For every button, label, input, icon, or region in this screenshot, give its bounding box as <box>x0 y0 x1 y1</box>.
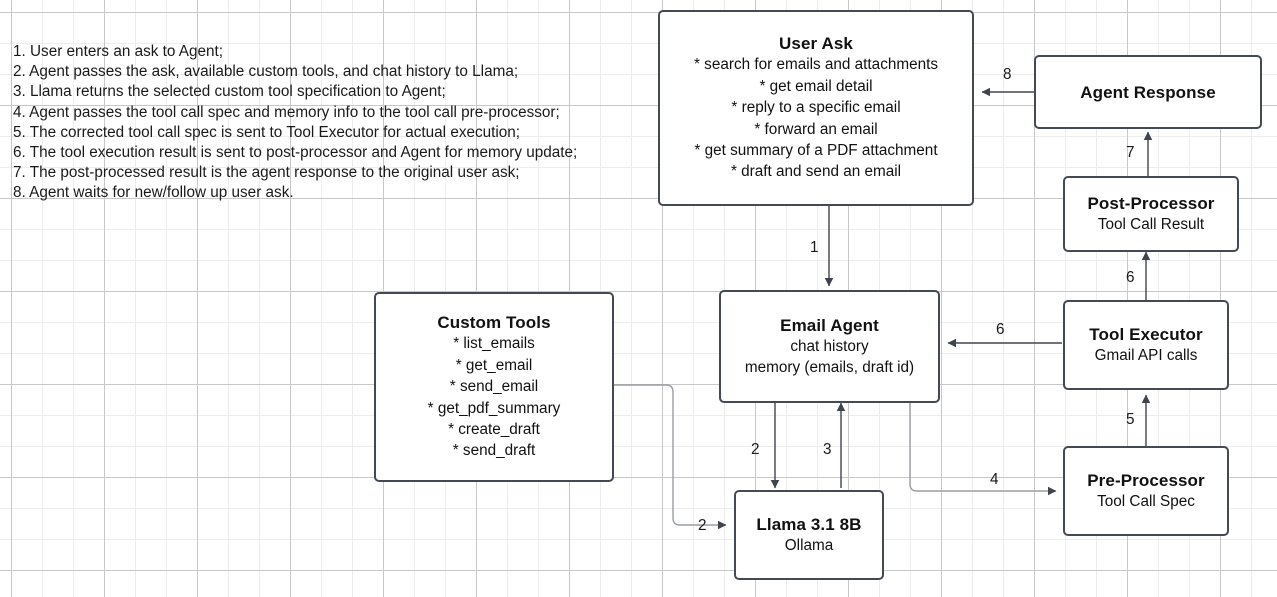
custom-tool-item: * get_pdf_summary <box>427 399 561 417</box>
custom-tool-item: * send_email <box>449 378 539 396</box>
user-ask-item: * reply to a specific email <box>731 99 901 117</box>
edge-label-3: 3 <box>823 441 832 458</box>
user-ask-item: * draft and send an email <box>730 163 902 181</box>
node-pre-processor-title: Pre-Processor <box>1087 470 1205 490</box>
user-ask-item: * search for emails and attachments <box>693 56 939 74</box>
node-llama-sub: Ollama <box>784 536 834 554</box>
node-custom-tools[interactable]: Custom Tools * list_emails * get_email *… <box>374 292 614 482</box>
custom-tool-item: * send_draft <box>452 442 536 460</box>
legend-step: 6. The tool execution result is sent to … <box>13 144 578 162</box>
edge-label-4: 4 <box>990 471 999 488</box>
edge-label-8: 8 <box>1003 66 1012 83</box>
edge-label-6-executor-post: 6 <box>1126 269 1135 286</box>
legend-step: 1. User enters an ask to Agent; <box>13 43 224 60</box>
user-ask-item: * forward an email <box>754 120 878 138</box>
legend-step: 2. Agent passes the ask, available custo… <box>13 63 519 81</box>
legend-step: 4. Agent passes the tool call spec and m… <box>13 103 560 121</box>
edge-label-2-tools-llama: 2 <box>698 517 707 534</box>
edge-email-agent-to-pre-processor <box>909 403 1057 496</box>
edge-label-6-executor-agent: 6 <box>996 321 1005 338</box>
node-email-agent-sub-memory: memory (emails, draft id) <box>744 359 915 376</box>
edge-label-7: 7 <box>1126 144 1135 161</box>
node-post-processor[interactable]: Post-Processor Tool Call Result <box>1063 176 1239 252</box>
node-email-agent[interactable]: Email Agent chat history memory (emails,… <box>719 290 940 403</box>
user-ask-item: * get email detail <box>759 77 873 95</box>
edge-custom-tools-to-llama <box>614 384 727 530</box>
node-llama[interactable]: Llama 3.1 8B Ollama <box>734 490 884 580</box>
node-custom-tools-title: Custom Tools <box>437 313 551 333</box>
node-agent-response[interactable]: Agent Response <box>1034 55 1262 129</box>
edge-label-5: 5 <box>1126 411 1135 428</box>
legend-step: 3. Llama returns the selected custom too… <box>13 83 446 101</box>
node-tool-executor[interactable]: Tool Executor Gmail API calls <box>1063 300 1229 390</box>
legend-step: 7. The post-processed result is the agen… <box>13 164 520 182</box>
node-agent-response-title: Agent Response <box>1080 82 1216 102</box>
node-email-agent-title: Email Agent <box>780 315 879 335</box>
node-user-ask-items: * search for emails and attachments * ge… <box>694 54 938 182</box>
node-user-ask-title: User Ask <box>779 34 853 54</box>
node-email-agent-sub-chat-history: chat history <box>790 337 869 355</box>
node-llama-title: Llama 3.1 8B <box>756 514 862 534</box>
node-user-ask[interactable]: User Ask * search for emails and attachm… <box>658 10 974 206</box>
custom-tool-item: * list_emails <box>453 335 535 353</box>
node-tool-executor-title: Tool Executor <box>1089 324 1203 344</box>
node-tool-executor-sub: Gmail API calls <box>1094 346 1198 364</box>
node-post-processor-sub: Tool Call Result <box>1097 215 1205 233</box>
user-ask-item: * get summary of a PDF attachment <box>694 141 938 159</box>
node-pre-processor[interactable]: Pre-Processor Tool Call Spec <box>1063 446 1229 536</box>
node-post-processor-title: Post-Processor <box>1087 193 1215 213</box>
custom-tool-item: * get_email <box>455 356 533 374</box>
edge-label-1: 1 <box>810 239 819 256</box>
custom-tool-item: * create_draft <box>448 420 540 438</box>
legend-step: 5. The corrected tool call spec is sent … <box>13 123 521 141</box>
node-pre-processor-sub: Tool Call Spec <box>1097 492 1195 510</box>
legend-steps-list: 1. User enters an ask to Agent; 2. Agent… <box>13 42 643 204</box>
edge-label-2-agent-llama: 2 <box>751 441 760 458</box>
legend-step: 8. Agent waits for new/follow up user as… <box>13 184 294 202</box>
node-custom-tools-items: * list_emails * get_email * send_email *… <box>428 333 561 461</box>
